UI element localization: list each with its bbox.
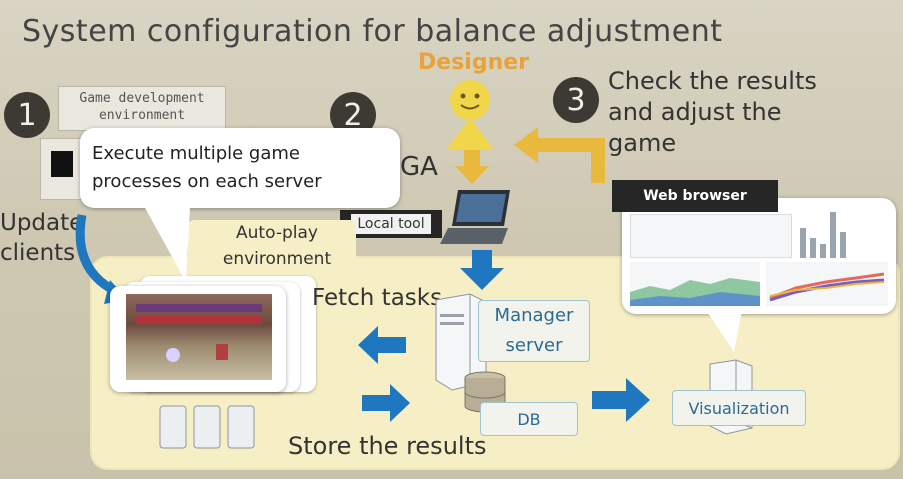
game-screenshot: [126, 294, 272, 380]
feedback-arrow: [514, 127, 605, 183]
step-3-text: Check the results and adjust the game: [608, 67, 817, 157]
store-results-arrow: [362, 384, 410, 422]
browser-table-preview: [630, 214, 792, 258]
execute-callout-pointer: [144, 206, 190, 282]
db-label: DB: [480, 402, 578, 436]
step-1-badge: 1: [4, 92, 50, 138]
store-results-label: Store the results: [288, 432, 487, 460]
laptop-icon: [440, 190, 510, 244]
designer-to-laptop-arrow: [455, 150, 489, 184]
browser-bar-chart-preview: [800, 212, 846, 258]
local-tool-label: Local tool: [351, 214, 431, 234]
browser-area-chart-preview: [630, 262, 760, 306]
auto-play-environment-label: Auto-play environment: [188, 220, 356, 276]
slide-title: System configuration for balance adjustm…: [22, 14, 723, 49]
game-dev-environment-label: Game development environment: [58, 86, 226, 131]
execute-callout-text: Execute multiple game processes on each …: [92, 143, 322, 192]
db-to-visualization-arrow: [592, 378, 650, 422]
laptop-to-manager-arrow: [460, 250, 504, 290]
game-screen-card: [110, 286, 286, 392]
visualization-label: Visualization: [672, 390, 806, 426]
web-browser-tab: Web browser: [612, 180, 778, 212]
web-browser-callout: [622, 198, 896, 314]
step-3-badge: 3: [553, 77, 599, 123]
update-clients-label: Update clients: [0, 210, 84, 266]
execute-callout: Execute multiple game processes on each …: [80, 128, 400, 208]
local-tool-tab: Local tool: [340, 210, 442, 238]
fetch-tasks-label: Fetch tasks: [312, 285, 443, 311]
fetch-tasks-arrow: [358, 326, 406, 364]
web-browser-callout-pointer: [706, 310, 742, 352]
designer-icon: [446, 80, 494, 150]
designer-label: Designer: [418, 50, 529, 75]
manager-server-label: Manager server: [478, 300, 590, 362]
browser-scatter-chart-preview: [766, 262, 888, 306]
ga-label: GA: [400, 152, 438, 182]
client-servers-icon: [159, 405, 255, 449]
